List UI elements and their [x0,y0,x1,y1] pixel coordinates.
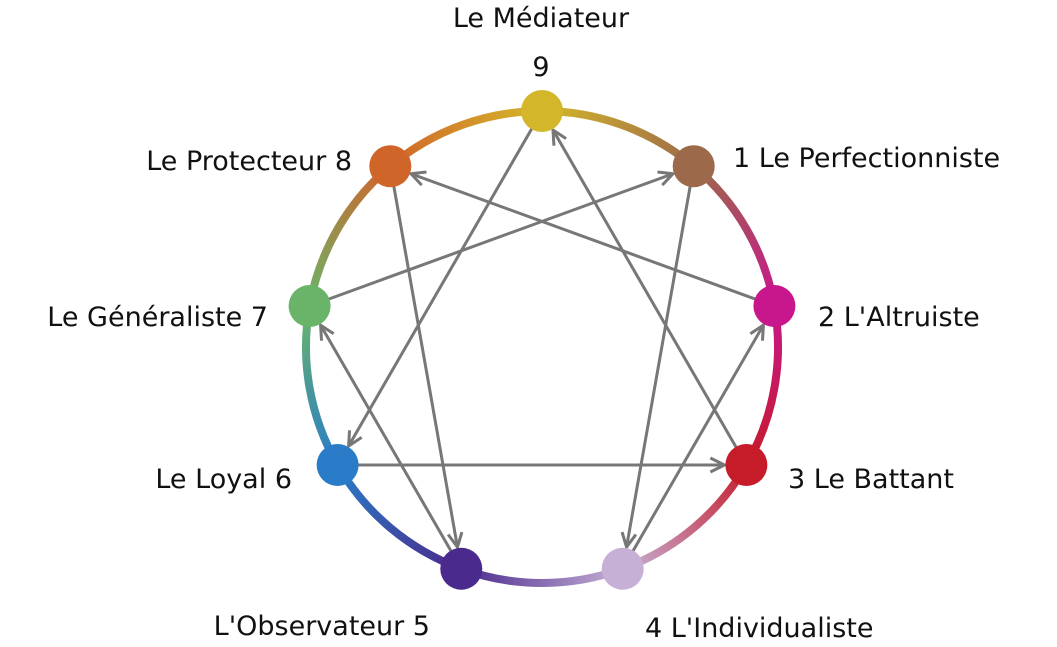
arrowhead-icon [620,531,638,549]
arrowhead-icon [709,456,726,474]
ring-segment [334,462,463,573]
node-type-6 [316,444,359,486]
arrow-9-to-6 [347,118,539,447]
label-type-3: 3 Le Battant [788,464,954,495]
arrow-1-to-4 [625,175,694,548]
arrow-4-to-2 [626,324,765,561]
label-type-9-name: Le Médiateur [453,3,630,34]
arrowhead-icon [347,430,363,448]
arrow-7-to-1 [318,172,674,305]
arrow-5-to-7 [319,324,458,561]
ring-segment [387,107,543,170]
node-type-1 [672,145,715,188]
label-type-9-number: 9 [532,52,549,83]
node-type-7 [288,285,331,328]
node-type-3 [725,444,768,486]
arrowhead-icon [409,170,427,187]
arrow-3-to-9 [551,129,743,458]
arrowhead-icon [446,531,464,549]
node-type-8 [369,145,412,188]
arrowhead-icon [319,323,335,341]
ring-segment [459,565,625,587]
arrowhead-icon [749,323,765,341]
ring-segment [691,163,779,307]
node-type-4 [601,547,644,590]
label-type-2: 2 L'Altruiste [818,302,980,333]
type-nodes [288,90,796,590]
arrow-2-to-8 [410,172,766,305]
arrow-8-to-5 [390,175,459,548]
label-type-8: Le Protecteur 8 [146,146,352,177]
labels: Le Médiateur 9 1 Le Perfectionniste 2 L'… [47,3,1000,644]
arrow-lines [318,118,766,561]
label-type-6: Le Loyal 6 [155,464,292,495]
arrowhead-icon [551,128,567,146]
label-type-7: Le Généraliste 7 [47,302,268,333]
node-type-5 [440,547,483,590]
node-type-2 [753,285,796,328]
node-type-9 [521,90,563,132]
ring-segment [621,462,750,573]
label-type-4: 4 L'Individualiste [645,613,874,644]
label-type-1: 1 Le Perfectionniste [733,143,1000,174]
arrowhead-icon [657,170,675,187]
ring-segment [305,163,393,307]
label-type-5: L'Observateur 5 [214,611,430,642]
